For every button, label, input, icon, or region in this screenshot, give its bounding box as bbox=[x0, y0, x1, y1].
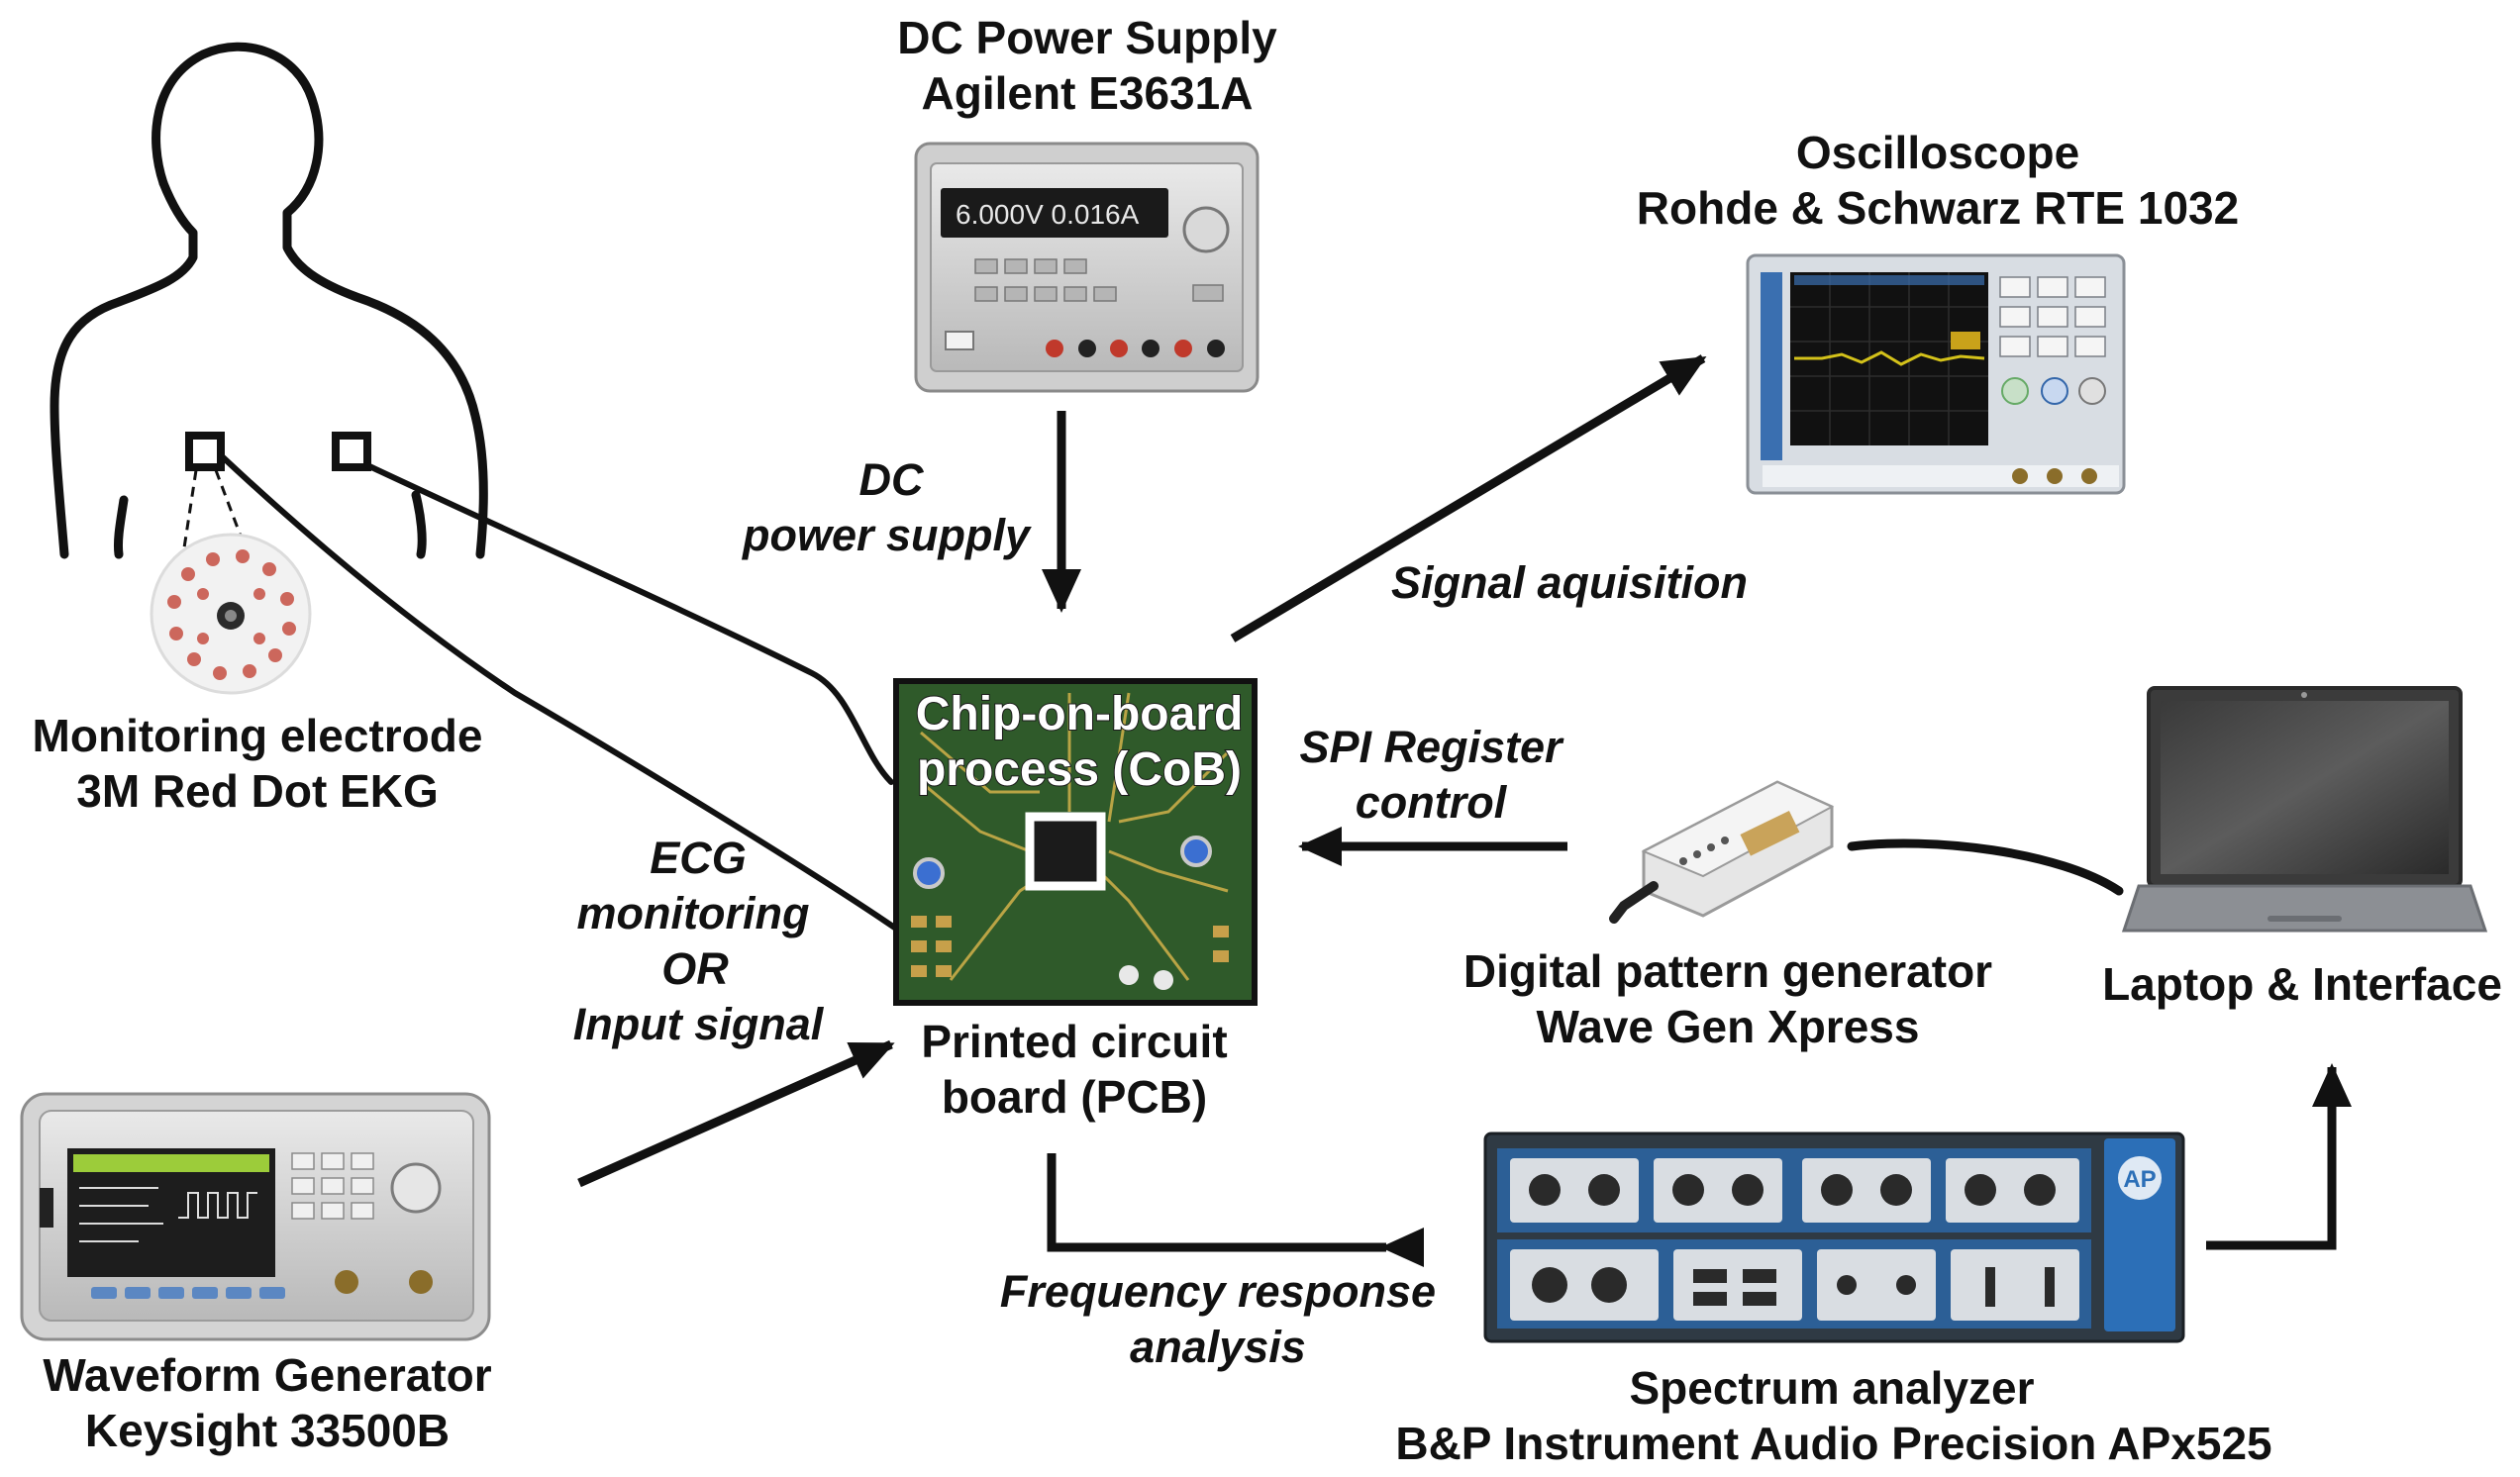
analyzer-laptop-arrow-line bbox=[2206, 1069, 2337, 1250]
waveform-title: Waveform Generator bbox=[43, 1349, 491, 1401]
signal-acquisition-label: Signal aquisition bbox=[1391, 557, 1748, 608]
human-body-outline bbox=[50, 42, 488, 559]
laptop-dpg-cable bbox=[1847, 838, 2124, 896]
oscilloscope-title: Oscilloscope bbox=[1796, 127, 2079, 178]
cob-label-line1: Chip-on-board bbox=[916, 688, 1244, 740]
electrode-cable-right bbox=[364, 462, 894, 785]
cob-label-line2: process (CoB) bbox=[917, 743, 1242, 796]
oscilloscope-model: Rohde & Schwarz RTE 1032 bbox=[1637, 182, 2239, 234]
ecg-label-line4: Input signal bbox=[573, 999, 825, 1049]
dc-flow-label-line2: power supply bbox=[742, 510, 1032, 560]
electrode-pad-left bbox=[185, 432, 225, 471]
dpg-model: Wave Gen Xpress bbox=[1537, 1001, 1920, 1052]
electrode-pad-right bbox=[332, 432, 371, 471]
electrode-title: Monitoring electrode bbox=[33, 710, 483, 761]
dc-power-supply-icon: 6.000V 0.016A bbox=[914, 142, 1260, 393]
pcb-label-line2: board (PCB) bbox=[942, 1071, 1207, 1123]
pcb-icon bbox=[893, 678, 1258, 1006]
waveform-model: Keysight 33500B bbox=[85, 1405, 450, 1456]
psu-display: 6.000V 0.016A bbox=[956, 199, 1140, 230]
spi-label-line1: SPI Register bbox=[1299, 722, 1564, 772]
psu-model: Agilent E3631A bbox=[922, 67, 1254, 119]
electrode-icon bbox=[150, 533, 312, 695]
electrode-cable-left bbox=[218, 452, 899, 932]
laptop-icon bbox=[2121, 686, 2488, 933]
spectrum-title: Spectrum analyzer bbox=[1629, 1362, 2034, 1414]
electrode-model: 3M Red Dot EKG bbox=[76, 765, 438, 817]
laptop-label: Laptop & Interface bbox=[2102, 958, 2502, 1010]
spi-label-line2: control bbox=[1356, 777, 1508, 828]
apx-badge: AP bbox=[2123, 1166, 2156, 1193]
frequency-label-line1: Frequency response bbox=[1000, 1266, 1436, 1317]
oscilloscope-icon bbox=[1746, 253, 2126, 495]
psu-title: DC Power Supply bbox=[897, 12, 1277, 63]
ecg-label-line2: monitoring bbox=[577, 888, 810, 938]
zoom-line-left bbox=[181, 469, 198, 555]
input-signal-arrow bbox=[577, 1039, 895, 1188]
digital-pattern-generator-icon bbox=[1609, 780, 1835, 924]
frequency-arrow-line bbox=[1047, 1153, 1386, 1252]
frequency-label-line2: analysis bbox=[1130, 1322, 1306, 1372]
dc-flow-label-line1: DC bbox=[859, 454, 925, 505]
ecg-label-line3: OR bbox=[661, 943, 729, 994]
ecg-label-line1: ECG bbox=[650, 833, 747, 883]
dpg-title: Digital pattern generator bbox=[1463, 945, 1992, 997]
waveform-generator-icon bbox=[20, 1092, 491, 1341]
pcb-label-line1: Printed circuit bbox=[921, 1016, 1227, 1067]
spectrum-model: B&P Instrument Audio Precision APx525 bbox=[1395, 1418, 2271, 1469]
spectrum-analyzer-icon: AP bbox=[1483, 1132, 2185, 1343]
signal-acquisition-arrow bbox=[1230, 354, 1707, 642]
